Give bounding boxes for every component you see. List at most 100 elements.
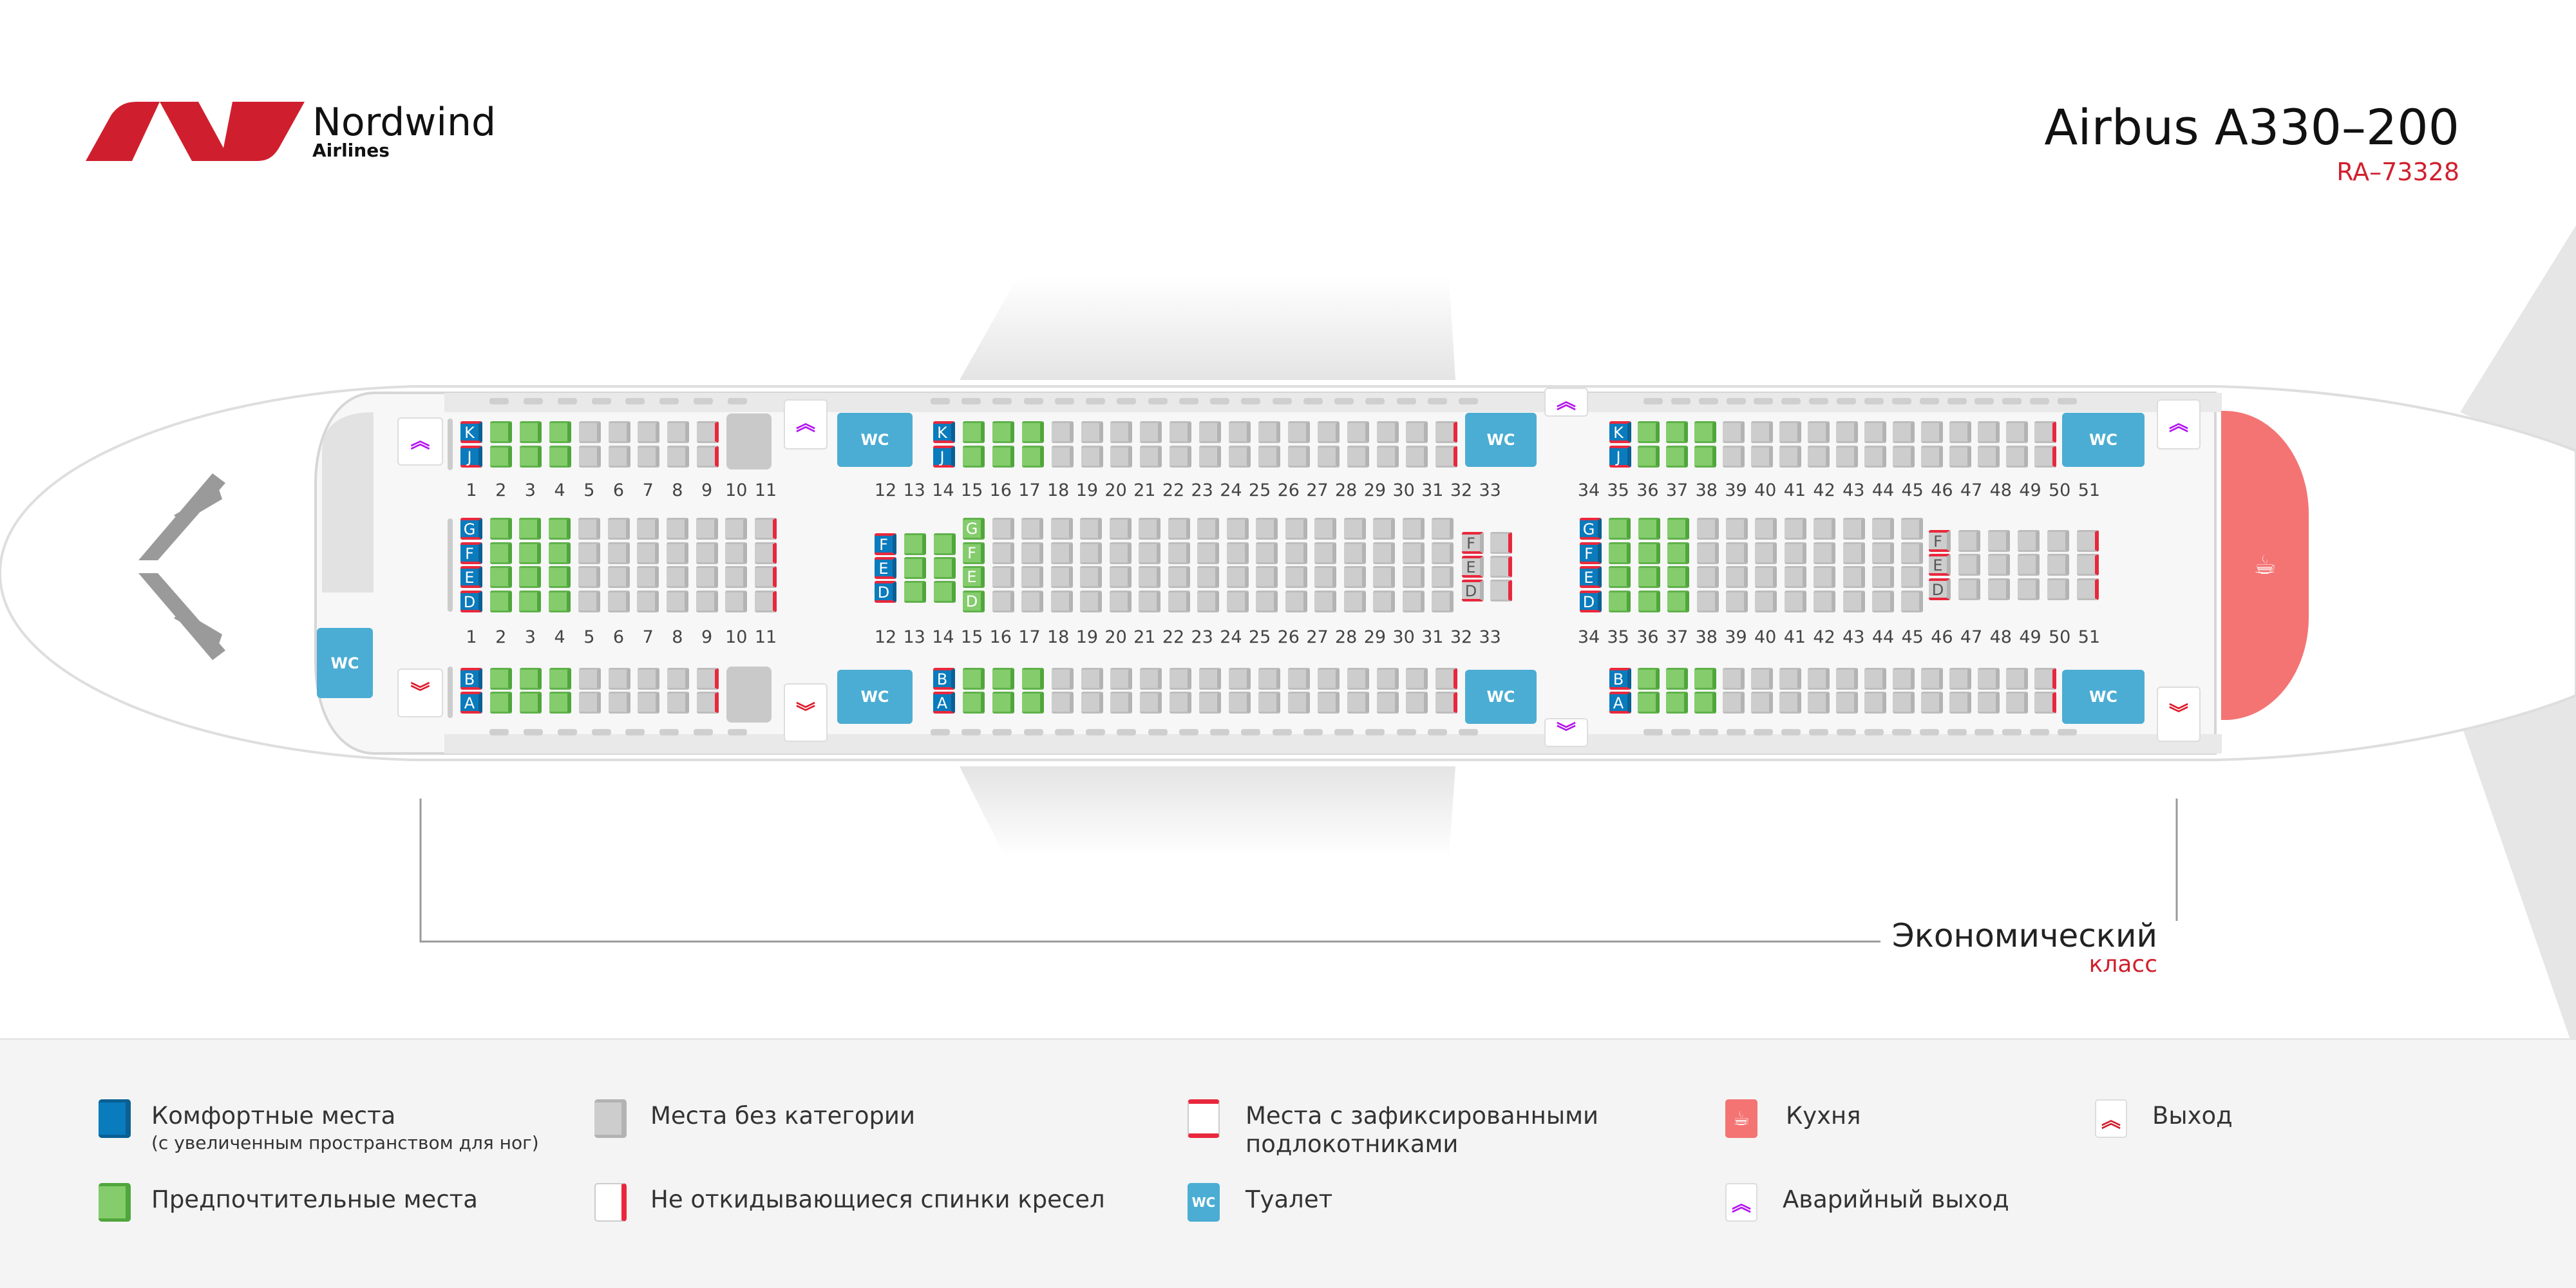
seat[interactable] <box>607 591 630 612</box>
seat[interactable] <box>1901 566 1924 588</box>
seat[interactable] <box>1376 446 1399 468</box>
seat[interactable] <box>725 591 748 612</box>
seat[interactable]: E <box>875 557 896 579</box>
seat[interactable] <box>1081 421 1103 443</box>
seat[interactable] <box>1779 692 1801 714</box>
seat[interactable] <box>1921 421 1943 443</box>
seat[interactable] <box>1199 692 1222 714</box>
seat[interactable]: B <box>933 668 955 690</box>
seat[interactable]: D <box>963 591 985 612</box>
seat[interactable] <box>1258 421 1280 443</box>
seat[interactable] <box>578 668 601 690</box>
seat[interactable] <box>1021 566 1043 588</box>
seat[interactable] <box>1109 518 1132 540</box>
seat[interactable] <box>1949 692 1971 714</box>
seat[interactable]: E <box>1462 556 1484 578</box>
seat[interactable]: E <box>460 566 482 588</box>
seat[interactable] <box>1638 692 1660 714</box>
seat[interactable] <box>1110 421 1133 443</box>
seat[interactable] <box>519 591 542 612</box>
seat[interactable] <box>578 566 600 588</box>
seat[interactable] <box>1435 668 1458 690</box>
seat[interactable] <box>904 581 926 603</box>
seat[interactable] <box>1638 566 1660 588</box>
seat[interactable] <box>638 421 660 443</box>
seat[interactable]: B <box>460 668 482 690</box>
seat[interactable] <box>1140 668 1162 690</box>
seat[interactable] <box>1751 446 1773 468</box>
seat[interactable] <box>1836 668 1858 690</box>
seat[interactable] <box>1314 518 1336 540</box>
seat[interactable]: F <box>875 533 896 555</box>
seat[interactable] <box>1140 421 1162 443</box>
seat[interactable] <box>1723 668 1745 690</box>
seat[interactable] <box>696 518 718 540</box>
seat[interactable] <box>1779 421 1801 443</box>
seat[interactable] <box>1140 446 1162 468</box>
seat[interactable] <box>607 542 630 564</box>
seat[interactable] <box>1021 542 1043 564</box>
seat[interactable] <box>489 566 512 588</box>
seat[interactable] <box>2006 421 2028 443</box>
seat[interactable] <box>1779 668 1801 690</box>
seat[interactable] <box>666 591 688 612</box>
seat[interactable] <box>1694 692 1716 714</box>
seat[interactable] <box>489 591 512 612</box>
seat[interactable] <box>904 557 926 579</box>
seat[interactable] <box>667 668 690 690</box>
seat[interactable] <box>1667 518 1690 540</box>
seat[interactable] <box>992 692 1014 714</box>
seat[interactable] <box>697 421 719 443</box>
seat[interactable] <box>2034 421 2056 443</box>
seat[interactable] <box>1051 668 1074 690</box>
seat[interactable] <box>1978 446 2000 468</box>
seat[interactable] <box>1609 542 1631 564</box>
seat[interactable] <box>1051 446 1074 468</box>
seat[interactable] <box>1229 446 1251 468</box>
seat[interactable] <box>1285 542 1307 564</box>
seat[interactable] <box>608 421 630 443</box>
seat[interactable] <box>1901 518 1924 540</box>
seat[interactable] <box>697 668 719 690</box>
seat[interactable] <box>1667 542 1690 564</box>
seat[interactable] <box>2034 668 2056 690</box>
seat[interactable] <box>519 518 542 540</box>
seat[interactable] <box>1081 446 1103 468</box>
seat[interactable] <box>1784 591 1806 612</box>
seat[interactable] <box>519 542 542 564</box>
seat[interactable] <box>1864 421 1886 443</box>
seat[interactable] <box>1784 518 1806 540</box>
seat[interactable] <box>1347 668 1369 690</box>
seat[interactable] <box>1751 692 1773 714</box>
seat[interactable] <box>1199 668 1222 690</box>
seat[interactable] <box>1170 668 1192 690</box>
seat[interactable] <box>2018 530 2040 552</box>
seat[interactable] <box>1723 446 1745 468</box>
seat[interactable] <box>489 542 512 564</box>
seat[interactable] <box>1343 566 1366 588</box>
seat[interactable] <box>1285 518 1307 540</box>
seat[interactable] <box>578 542 600 564</box>
seat[interactable] <box>1402 518 1425 540</box>
seat[interactable] <box>607 518 630 540</box>
seat[interactable] <box>1694 668 1716 690</box>
seat[interactable] <box>2077 578 2099 600</box>
seat[interactable] <box>2006 446 2028 468</box>
seat[interactable] <box>1168 591 1190 612</box>
seat[interactable] <box>1170 446 1192 468</box>
seat[interactable] <box>666 518 688 540</box>
seat[interactable] <box>1814 566 1836 588</box>
seat[interactable]: K <box>1609 421 1631 443</box>
seat[interactable] <box>608 446 630 468</box>
seat[interactable] <box>549 446 571 468</box>
seat[interactable] <box>1256 518 1278 540</box>
seat[interactable]: D <box>1462 580 1484 601</box>
seat[interactable] <box>519 566 542 588</box>
seat[interactable]: A <box>1609 692 1631 714</box>
seat[interactable] <box>1373 566 1395 588</box>
seat[interactable] <box>904 533 926 555</box>
seat[interactable] <box>2006 692 2028 714</box>
seat[interactable] <box>1285 566 1307 588</box>
seat[interactable] <box>696 566 718 588</box>
seat[interactable] <box>1197 591 1219 612</box>
